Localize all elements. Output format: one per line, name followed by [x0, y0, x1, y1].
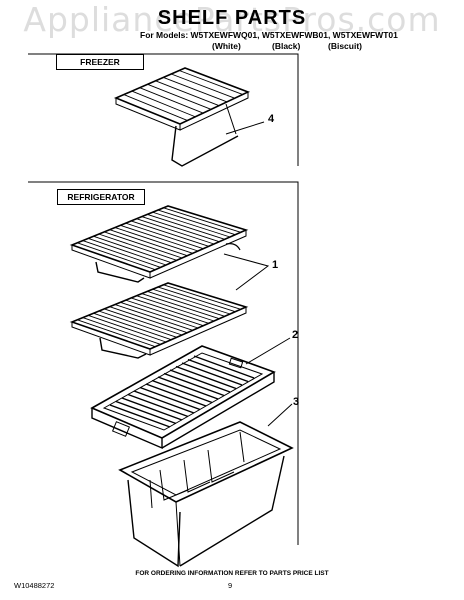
callout-part-2: 2	[292, 329, 299, 341]
freezer-shelf	[113, 67, 251, 167]
refrigerator-frame	[28, 181, 299, 545]
section-frames	[28, 53, 299, 545]
ordering-info-note: FOR ORDERING INFORMATION REFER TO PARTS …	[135, 570, 329, 577]
crisper-cover	[90, 345, 276, 450]
freezer-section-label: FREEZER	[56, 54, 144, 70]
color-label-black: (Black)	[272, 41, 301, 51]
color-label-white: (White)	[212, 41, 241, 51]
freezer-frame	[28, 53, 299, 166]
refrigerator-section-label: REFRIGERATOR	[57, 189, 145, 205]
callout-part-3: 3	[293, 396, 300, 408]
watermark: AppliancePartsPros.com	[23, 0, 441, 39]
callout-part-1: 1	[272, 259, 279, 271]
document-number: W10488272	[14, 581, 55, 590]
callout-leaders	[223, 121, 293, 427]
refrigerator-wire-shelf-upper	[69, 205, 249, 283]
model-list: For Models: W5TXEWFWQ01, W5TXEWFWB01, W5…	[140, 30, 398, 40]
callout-part-4: 4	[268, 113, 275, 125]
color-label-biscuit: (Biscuit)	[328, 41, 362, 51]
refrigerator-wire-shelf-lower	[69, 282, 249, 359]
crisper-bin	[118, 421, 294, 568]
page-number: 9	[228, 581, 233, 590]
page-title: SHELF PARTS	[157, 7, 307, 29]
